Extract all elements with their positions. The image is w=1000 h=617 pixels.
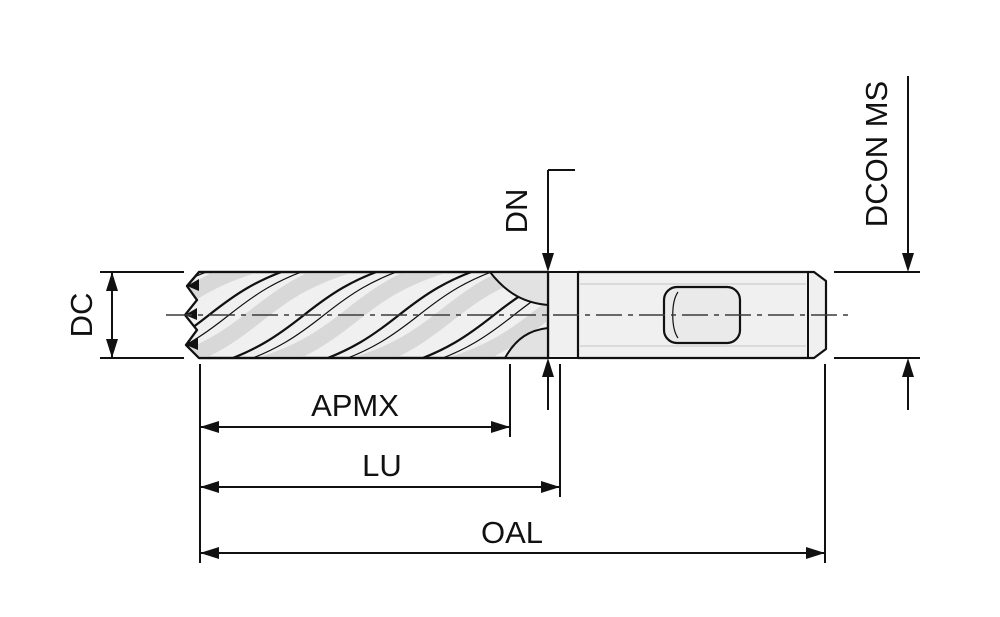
end-tooth <box>185 308 197 320</box>
dc-dimension: DC <box>64 271 184 359</box>
arrow-up-icon <box>106 272 118 291</box>
arrow-left-icon <box>200 421 219 433</box>
end-tooth <box>186 338 198 350</box>
dn-dimension: DN <box>499 169 575 410</box>
oal-dimension: OAL <box>200 364 826 563</box>
arrow-down-icon <box>106 339 118 358</box>
dcon-ms-label: DCON MS <box>859 81 894 227</box>
arrow-left-icon <box>200 481 219 493</box>
arrow-left-icon <box>200 547 219 559</box>
apmx-label: APMX <box>311 388 399 423</box>
arrow-right-icon <box>541 481 560 493</box>
end-tooth <box>187 279 199 291</box>
arrow-up-icon <box>542 358 554 377</box>
arrow-right-icon <box>491 421 510 433</box>
dcon-dimension: DCON MS <box>834 76 920 410</box>
apmx-dimension: APMX <box>200 364 511 437</box>
arrow-down-icon <box>902 253 914 272</box>
lu-dimension: LU <box>200 364 561 497</box>
arrow-up-icon <box>902 358 914 377</box>
oal-label: OAL <box>481 515 543 550</box>
lu-label: LU <box>362 448 402 483</box>
dc-label: DC <box>64 293 99 338</box>
tool-drawing <box>166 270 854 360</box>
dn-label: DN <box>499 189 534 234</box>
arrow-right-icon <box>806 547 825 559</box>
arrow-down-icon <box>542 253 554 272</box>
